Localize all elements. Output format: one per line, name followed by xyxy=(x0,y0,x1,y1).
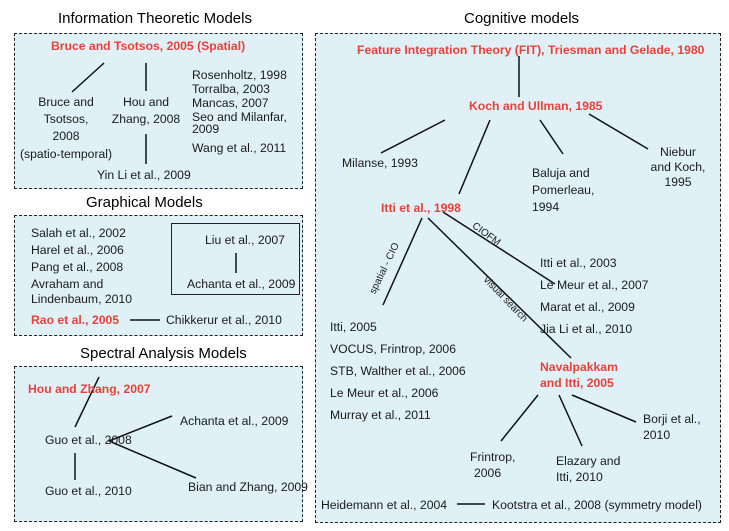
line-koch-to-milanse xyxy=(380,119,446,154)
node-guo-2008: Guo et al., 2008 xyxy=(45,433,132,447)
spectral-root-node: Hou and Zhang, 2007 xyxy=(28,382,151,396)
node-borji: Borji et al., 2010 xyxy=(643,412,701,442)
graphical-list: Salah et al., 2002 Harel et al., 2006 Pa… xyxy=(31,226,132,306)
line-guo-to-bian xyxy=(108,440,197,479)
node-heidemann: Heidemann et al., 2004 xyxy=(321,498,448,512)
node-kootstra: Kootstra et al., 2008 (symmetry model) xyxy=(492,498,702,512)
node-itti-1998: Itti et al., 1998 xyxy=(381,201,461,215)
spectral-panel xyxy=(14,366,303,522)
line-itti-to-navalpakkam xyxy=(427,217,572,359)
node-achanta-spectral: Achanta et al., 2009 xyxy=(180,414,289,428)
line-koch-to-baluja xyxy=(539,119,564,155)
node-bian: Bian and Zhang, 2009 xyxy=(188,480,308,494)
node-frintrop: Frintrop, 2006 xyxy=(470,450,516,480)
node-chikkerur: Chikkerur et al., 2010 xyxy=(166,313,282,327)
line-koch-to-niebur xyxy=(588,113,649,150)
cognitive-title: Cognitive models xyxy=(464,10,580,27)
node-yin-li: Yin Li et al., 2009 xyxy=(97,168,191,182)
node-navalpakkam: Navalpakkam and Itti, 2005 xyxy=(540,360,618,390)
graphical-inner-box xyxy=(171,223,300,295)
graphical-title: Graphical Models xyxy=(86,194,203,211)
node-bruce-2008: Bruce and Tsotsos, 2008 (spatio-temporal… xyxy=(19,95,113,161)
node-baluja: Baluja and Pomerleau, 1994 xyxy=(532,166,595,214)
line-guo-to-achanta xyxy=(108,415,173,442)
info-title: Information Theoretic Models xyxy=(58,10,252,27)
node-liu: Liu et al., 2007 xyxy=(205,233,285,247)
node-rao: Rao et al., 2005 xyxy=(31,313,120,327)
spatial-list: Itti, 2005 VOCUS, Frintrop, 2006 STB, Wa… xyxy=(330,320,466,422)
line-nav-to-frintrop xyxy=(500,394,539,442)
line-itti-to-spatial xyxy=(382,217,423,306)
line-koch-to-itti xyxy=(458,119,491,195)
node-achanta-graphical: Achanta et al., 2009 xyxy=(187,277,296,291)
info-root-node: Bruce and Tsotsos, 2005 (Spatial) xyxy=(51,39,246,53)
line-itti-to-ciofm xyxy=(442,211,556,285)
spectral-title: Spectral Analysis Models xyxy=(80,345,247,362)
node-niebur: Niebur and Koch, 1995 xyxy=(650,145,706,189)
info-list: Rosenholtz, 1998 Torralba, 2003 Mancas, … xyxy=(192,68,287,155)
node-elazary: Elazary and Itti, 2010 xyxy=(556,454,621,484)
node-koch-ullman: Koch and Ullman, 1985 xyxy=(469,99,603,113)
node-fit: Feature Integration Theory (FIT), Triesm… xyxy=(357,43,705,57)
info-panel xyxy=(14,33,303,189)
line-hou-to-guo2008 xyxy=(74,376,100,428)
ciofm-list: Itti et al., 2003 Le Meur et al., 2007 M… xyxy=(540,256,649,336)
node-milanse: Milanse, 1993 xyxy=(342,156,418,170)
line-nav-to-elazary xyxy=(558,394,583,447)
line-bruce-to-bruce2008 xyxy=(71,62,105,93)
cognitive-panel xyxy=(315,33,721,523)
graphical-panel xyxy=(14,215,303,336)
line-nav-to-borji xyxy=(571,394,637,423)
node-guo-2010: Guo et al., 2010 xyxy=(45,484,132,498)
node-hou-2008: Hou and Zhang, 2008 xyxy=(111,95,181,126)
